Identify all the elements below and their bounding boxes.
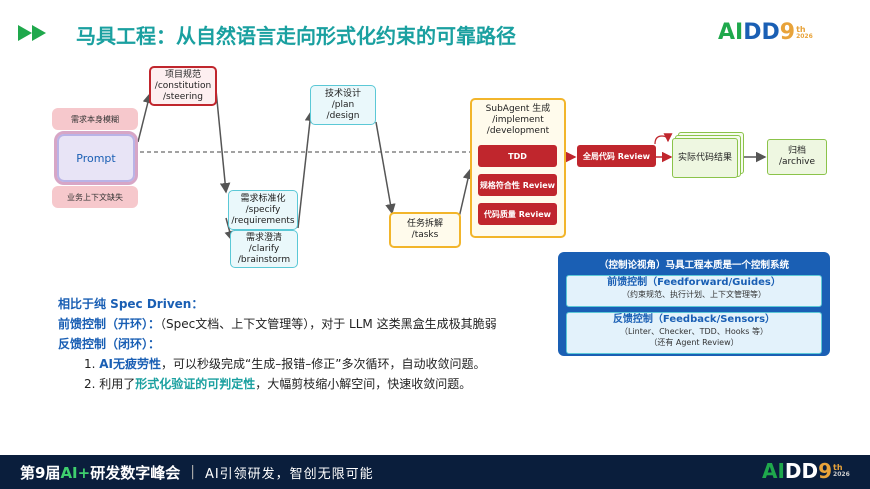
loop-global-icon	[655, 136, 668, 144]
node-tdd: TDD	[478, 145, 557, 167]
node-archive: 归档 /archive	[767, 139, 827, 175]
node-specify: 需求标准化 /specify /requirements	[228, 190, 298, 230]
plan-line-1: 技术设计	[325, 89, 361, 100]
subagent-line-3: /development	[487, 126, 549, 137]
summary-line-2-head: 前馈控制（开环）：	[58, 317, 160, 331]
footer-pre: 第9届	[20, 464, 60, 482]
feedforward-sub: （约束规范、执行计划、上下文管理等）	[567, 289, 821, 300]
footer-slogan: AI引领研发，智创无限可能	[205, 463, 374, 482]
node-result: 实际代码结果	[672, 138, 738, 178]
feedback-item: 反馈控制（Feedback/Sensors） （Linter、Checker、T…	[566, 312, 822, 354]
summary-line-4-hl: AI无疲劳性	[99, 357, 161, 371]
node-tasks: 任务拆解 /tasks	[389, 212, 461, 248]
footer-logo-dd: DD	[785, 459, 818, 483]
footer-logo-ai: AI	[762, 459, 785, 483]
feedback-sub-2: （还有 Agent Review）	[567, 337, 821, 348]
specify-line-2: /specify	[246, 205, 281, 216]
control-panel: （控制论视角）马具工程本质是一个控制系统 前馈控制（Feedforward/Gu…	[558, 252, 830, 356]
feedback-sub-1: （Linter、Checker、TDD、Hooks 等）	[567, 326, 821, 337]
footer-separator: |	[190, 464, 195, 480]
summary-line-4-post: ，可以秒级完成“生成–报错–修正”多次循环，自动收敛问题。	[161, 357, 485, 371]
control-title: （控制论视角）马具工程本质是一个控制系统	[558, 257, 830, 271]
archive-line-2: /archive	[779, 157, 815, 168]
archive-line-1: 归档	[788, 146, 806, 157]
footer-conference: 第9届AI+研发数字峰会	[20, 462, 180, 483]
summary-line-3: 反馈控制（闭环）：	[58, 334, 497, 354]
footer-ai: AI+	[60, 464, 90, 482]
summary-line-5-hl: 形式化验证的可判定性	[135, 377, 255, 391]
arrow-constitution-specify	[216, 90, 226, 192]
clarify-line-2: /clarify	[249, 244, 280, 255]
subagent-line-1: SubAgent 生成	[486, 104, 551, 115]
node-spec-review: 规格符合性 Review	[478, 174, 557, 196]
plan-line-2: /plan	[332, 100, 354, 111]
node-plan: 技术设计 /plan /design	[310, 85, 376, 125]
summary-line-5: 2. 利用了形式化验证的可判定性，大幅剪枝缩小解空间，快速收敛问题。	[58, 374, 497, 394]
issue-ambiguous: 需求本身模糊	[52, 108, 138, 130]
feedforward-head: 前馈控制（Feedforward/Guides）	[567, 276, 821, 289]
summary-line-4-pre: 1.	[84, 357, 99, 371]
node-clarify: 需求澄清 /clarify /brainstorm	[230, 230, 298, 268]
summary-line-2: 前馈控制（开环）：（Spec文档、上下文管理等），对于 LLM 这类黑盒生成极其…	[58, 314, 497, 334]
summary-line-5-post: ，大幅剪枝缩小解空间，快速收敛问题。	[255, 377, 471, 391]
summary-line-4: 1. AI无疲劳性，可以秒级完成“生成–报错–修正”多次循环，自动收敛问题。	[58, 354, 497, 374]
feedback-head: 反馈控制（Feedback/Sensors）	[567, 313, 821, 326]
clarify-line-1: 需求澄清	[246, 233, 282, 244]
plan-line-3: /design	[327, 111, 360, 122]
subagent-line-2: /implement	[492, 115, 544, 126]
tasks-line-1: 任务拆解	[407, 219, 443, 230]
node-code-review: 代码质量 Review	[478, 203, 557, 225]
footer-logo-year: 2026	[833, 472, 850, 478]
specify-line-1: 需求标准化	[240, 194, 285, 205]
node-constitution: 项目规范 /constitution /steering	[149, 66, 217, 106]
arrow-plan-tasks	[376, 122, 392, 213]
feedforward-item: 前馈控制（Feedforward/Guides） （约束规范、执行计划、上下文管…	[566, 275, 822, 307]
summary-text: 相比于纯 Spec Driven： 前馈控制（开环）：（Spec文档、上下文管理…	[58, 294, 497, 394]
arrow-clarify-plan	[298, 112, 311, 228]
clarify-line-3: /brainstorm	[238, 255, 290, 266]
prompt-node: Prompt	[54, 131, 138, 185]
summary-line-2-body: （Spec文档、上下文管理等），对于 LLM 这类黑盒生成极其脆弱	[160, 317, 497, 331]
footer-logo-nine: 9	[818, 459, 832, 483]
constitution-line-3: /steering	[163, 92, 203, 103]
footer-post: 研发数字峰会	[90, 464, 180, 482]
specify-line-3: /requirements	[231, 216, 294, 227]
node-global-review: 全局代码 Review	[577, 145, 656, 167]
constitution-line-2: /constitution	[155, 81, 211, 92]
issue-context-missing: 业务上下文缺失	[52, 186, 138, 208]
footer-bar: 第9届AI+研发数字峰会 | AI引领研发，智创无限可能	[0, 455, 870, 489]
tasks-line-2: /tasks	[412, 230, 439, 241]
summary-line-1: 相比于纯 Spec Driven：	[58, 294, 497, 314]
summary-line-5-pre: 2. 利用了	[84, 377, 135, 391]
constitution-line-1: 项目规范	[165, 70, 201, 81]
